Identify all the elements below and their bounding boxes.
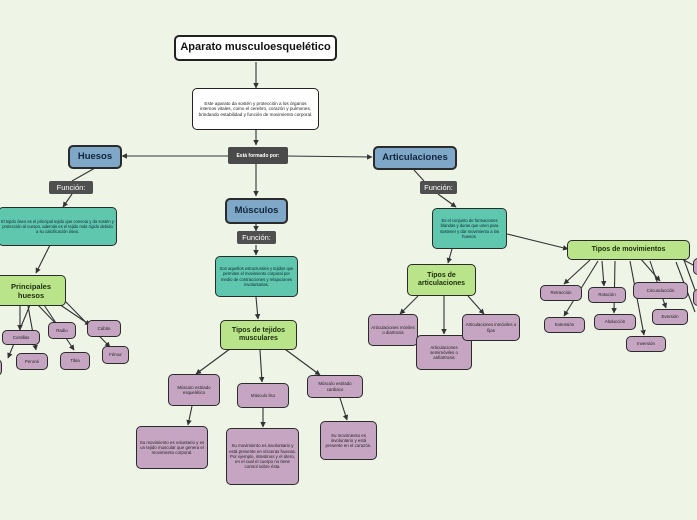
huesos-funcion-text: El tejido óseo es el principal tejido qu… <box>0 207 117 246</box>
principales-huesos-node: Principales huesos <box>0 275 66 306</box>
desc-esqueletico: Su movimiento es voluntario y es un teji… <box>136 426 208 469</box>
hueso-perone: Peroné <box>16 353 48 370</box>
movimiento-inversion: Inversión <box>626 336 666 352</box>
movimiento-partial-1 <box>693 258 697 275</box>
articulacion-inmoviles: Articulaciones inmóviles o fijas <box>462 314 520 341</box>
musculos-funcion-label: Función: <box>237 231 276 244</box>
desc-cardiaco: Su movimiento es involuntario y está pre… <box>320 421 377 460</box>
articulaciones-funcion-text: Es el conjunto de formaciones blandas y … <box>432 208 507 249</box>
huesos-node: Huesos <box>68 145 122 169</box>
hueso-radio: Radio <box>48 322 76 339</box>
movimiento-retraccion: Retracción <box>540 285 582 301</box>
tipos-tejidos-node: Tipos de tejidos musculares <box>220 320 297 350</box>
tipos-movimientos-node: Tipos de movimientos <box>567 240 690 260</box>
root-title: Aparato musculoesquelético <box>174 35 337 61</box>
articulaciones-node: Articulaciones <box>373 146 457 170</box>
movimiento-extension: Extensión <box>544 317 585 333</box>
musculos-node: Músculos <box>225 198 288 224</box>
desc-liso: Su movimiento es involuntario y está pre… <box>226 428 299 485</box>
tipos-articulaciones-node: Tipos de articulaciones <box>407 264 476 296</box>
movimiento-partial-2 <box>693 289 697 306</box>
hueso-costillas: Costillas <box>2 330 40 345</box>
hueso-femur: Fémur <box>102 346 129 364</box>
musculo-cardiaco: Músculo estriado cardiaco <box>307 375 363 398</box>
musculo-liso: Músculo liso <box>237 383 289 408</box>
hueso-tibia: Tibia <box>60 352 90 370</box>
musculo-esqueletico: Músculo estriado esquelético <box>168 374 220 406</box>
hueso-cubito: Cúbito <box>87 320 121 337</box>
movimiento-eversion: Eversión <box>652 309 688 325</box>
articulaciones-funcion-label: Función: <box>420 181 457 194</box>
movimiento-circunduccion: Circunducción <box>633 282 688 299</box>
connector-label: Está formado por: <box>228 147 288 164</box>
movimiento-abduccion: Abducción <box>594 314 636 330</box>
musculos-funcion-text: Son aquellos estructurales y tejidos que… <box>215 256 298 297</box>
huesos-funcion-label: Función: <box>49 181 93 194</box>
movimiento-rotacion: Rotación <box>588 287 626 303</box>
definition-box: Este aparato da sostén y protección a lo… <box>192 88 319 130</box>
articulacion-moviles: Articulaciones móviles o diartrosis <box>368 314 418 346</box>
articulacion-semimoviles: Articulaciones semimóviles o anfiartrosi… <box>416 335 472 370</box>
